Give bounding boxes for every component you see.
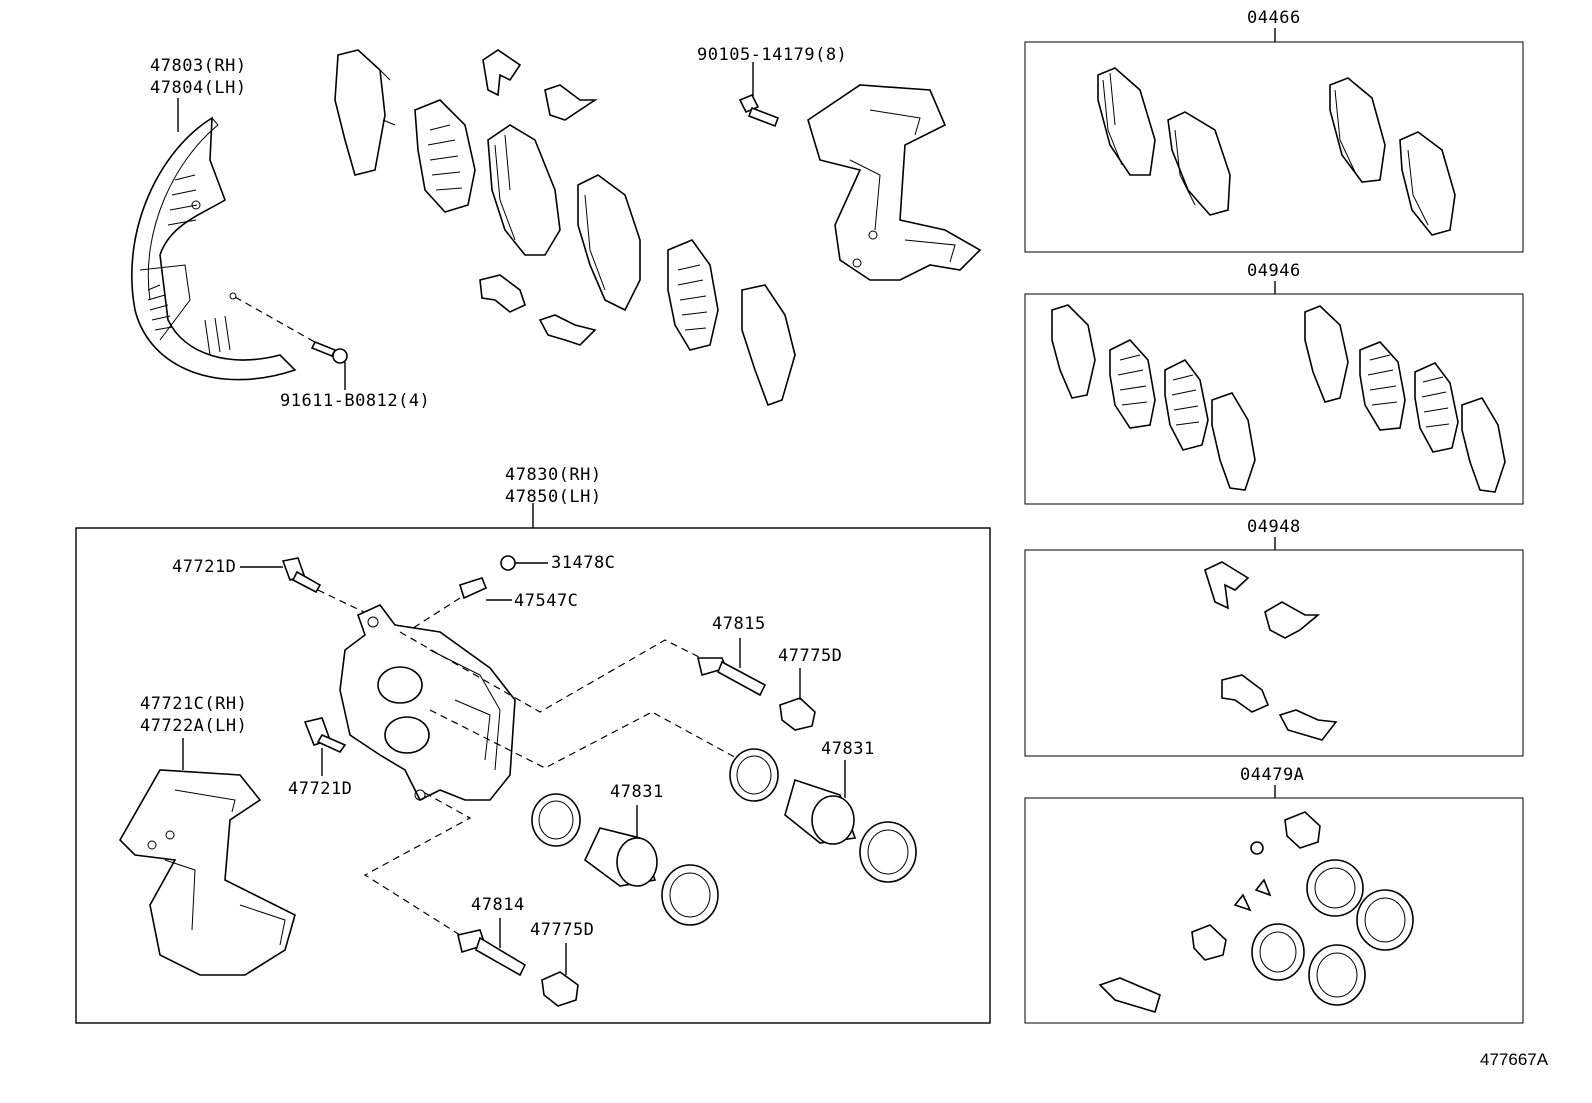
label-kit-clips: 04948 — [1247, 517, 1301, 537]
bleeder-bolt-part[interactable] — [281, 557, 322, 594]
kit-04479a-repair[interactable] — [1098, 811, 1414, 1013]
piston-seal-part[interactable] — [531, 748, 779, 847]
kit-04946-shims[interactable] — [1051, 304, 1506, 493]
outer-shim-part[interactable] — [334, 49, 396, 176]
label-bleeder-bolt: 47721D — [172, 557, 237, 577]
kit-04948-clips[interactable] — [1204, 561, 1338, 741]
label-caliper-lh: 47850(LH) — [505, 487, 602, 507]
bleeder-cap-part[interactable] — [500, 555, 516, 571]
label-mount-bolt: 90105-14179(8) — [697, 45, 848, 65]
label-piston-center: 47831 — [610, 782, 664, 802]
label-bleeder-bolt-lower: 47721D — [288, 779, 353, 799]
bleeder-bolt-lower-part[interactable] — [303, 717, 347, 754]
caliper-mounting-upper-part[interactable] — [807, 84, 982, 281]
label-dust-cover-bolt: 91611-B0812(4) — [280, 391, 431, 411]
label-pin-boot-lower: 47775D — [530, 920, 595, 940]
label-caliper-rh: 47830(RH) — [505, 465, 602, 485]
piston-right-part[interactable] — [784, 778, 857, 845]
label-slide-pin-lower: 47814 — [471, 895, 525, 915]
label-bleeder-cap: 31478C — [551, 553, 616, 573]
label-piston-right: 47831 — [821, 739, 875, 759]
dust-cover-part[interactable] — [131, 116, 297, 381]
label-pin-boot-upper: 47775D — [778, 646, 843, 666]
pin-boot-upper-part[interactable] — [779, 697, 816, 731]
cylinder-boot-part[interactable] — [661, 821, 917, 926]
piston-center-part[interactable] — [583, 827, 658, 887]
pad-support-clip-part[interactable] — [479, 49, 598, 346]
outer-shim-lower-part[interactable] — [741, 284, 796, 407]
brake-pad-inner-part[interactable] — [577, 174, 641, 312]
label-kit-shims: 04946 — [1247, 261, 1301, 281]
figure-id: 477667A — [1480, 1050, 1549, 1069]
label-kit-pads: 04466 — [1247, 8, 1301, 28]
mount-bolt-part[interactable] — [738, 93, 780, 128]
label-mounting-lh: 47722A(LH) — [140, 716, 248, 736]
slide-pin-upper-part[interactable] — [696, 657, 767, 697]
label-dust-cover-lh: 47804(LH) — [150, 78, 247, 98]
dust-cover-bolt-part[interactable] — [310, 340, 348, 364]
label-bleeder-plug: 47547C — [514, 591, 579, 611]
caliper-body-part[interactable] — [339, 604, 516, 802]
anti-squeal-shim-part[interactable] — [414, 99, 476, 213]
label-slide-pin-upper: 47815 — [712, 614, 766, 634]
label-mounting-rh: 47721C(RH) — [140, 694, 248, 714]
bleeder-plug-part[interactable] — [459, 577, 488, 600]
caliper-mounting-lower-part[interactable] — [119, 769, 296, 976]
label-dust-cover-rh: 47803(RH) — [150, 56, 247, 76]
inner-shim-part[interactable] — [667, 239, 719, 351]
pin-boot-lower-part[interactable] — [541, 971, 579, 1007]
brake-pad-outer-part[interactable] — [487, 124, 561, 256]
kit-04466-pads[interactable] — [1097, 67, 1456, 236]
slide-pin-lower-part[interactable] — [457, 929, 527, 977]
label-kit-cylinder: 04479A — [1240, 765, 1305, 785]
